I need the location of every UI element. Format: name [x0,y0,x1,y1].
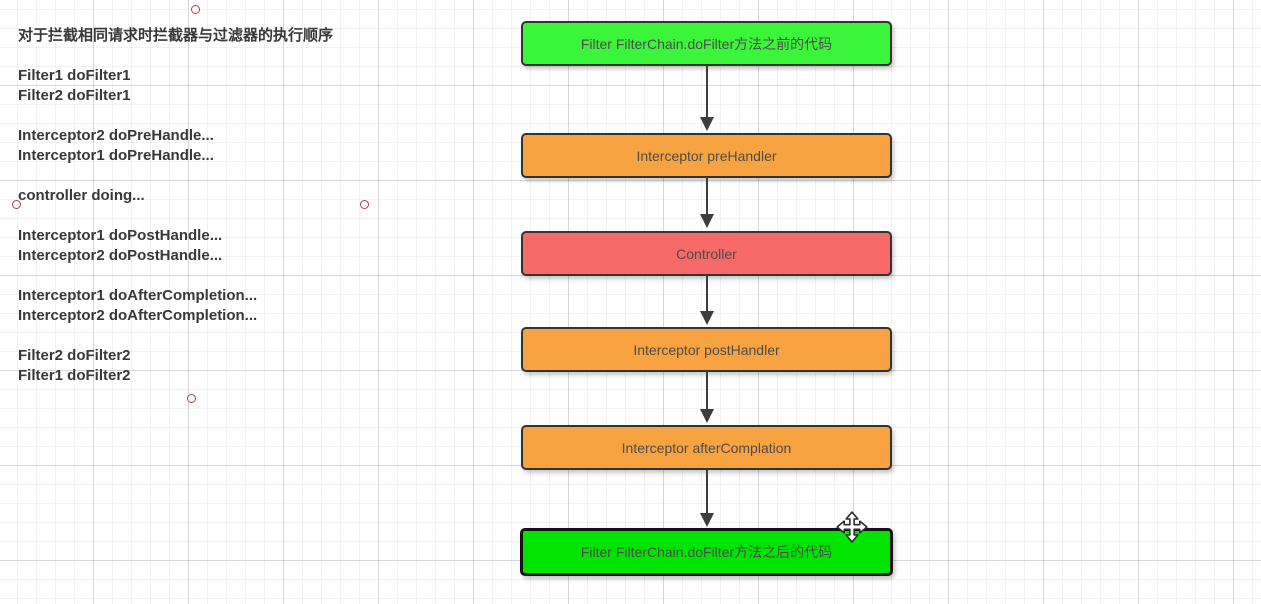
arrow-line [706,276,708,312]
note-line: Interceptor1 doPostHandle... [18,227,223,244]
arrow-head-icon [700,117,714,131]
selection-handle-bottom[interactable] [187,394,196,403]
flow-arrow[interactable] [699,372,715,423]
flow-node-interceptor-posthandler[interactable]: Interceptor postHandler [521,327,892,372]
flow-node-label: Interceptor afterComplation [621,439,792,456]
flow-node-label: Controller [676,245,737,262]
note-line: controller doing... [18,187,145,204]
note-line: Filter1 doFilter1 [18,67,131,84]
arrow-line [706,178,708,215]
flow-node-interceptor-aftercomplation[interactable]: Interceptor afterComplation [521,425,892,470]
flow-node-label: Interceptor preHandler [636,147,777,164]
flow-node-label: Interceptor postHandler [633,341,780,358]
flow-node-filter-after[interactable]: Filter FilterChain.doFilter方法之后的代码 [520,528,893,576]
selection-handle-left[interactable] [12,200,21,209]
flow-arrow[interactable] [699,66,715,131]
flow-node-filter-before[interactable]: Filter FilterChain.doFilter方法之前的代码 [521,21,892,66]
note-line: Filter1 doFilter2 [18,367,131,384]
flow-arrow[interactable] [699,276,715,325]
flow-node-interceptor-prehandler[interactable]: Interceptor preHandler [521,133,892,178]
arrow-line [706,66,708,118]
arrow-head-icon [700,214,714,228]
arrow-head-icon [700,409,714,423]
note-line: Interceptor2 doAfterCompletion... [18,307,258,324]
flow-node-label: Filter FilterChain.doFilter方法之后的代码 [580,544,833,560]
selection-handle-right[interactable] [360,200,369,209]
arrow-head-icon [700,513,714,527]
flow-arrow[interactable] [699,178,715,228]
flow-node-controller[interactable]: Controller [521,231,892,276]
note-line: Interceptor2 doPreHandle... [18,127,214,144]
flow-arrow[interactable] [699,470,715,527]
notes-title: 对于拦截相同请求时拦截器与过滤器的执行顺序 [18,27,334,44]
note-line: Filter2 doFilter2 [18,347,131,364]
arrow-line [706,470,708,514]
arrow-head-icon [700,311,714,325]
note-line: Interceptor1 doPreHandle... [18,147,214,164]
note-line: Filter2 doFilter1 [18,87,131,104]
flow-node-label: Filter FilterChain.doFilter方法之前的代码 [580,35,833,52]
note-line: Interceptor2 doPostHandle... [18,247,223,264]
move-cursor-icon [836,511,868,543]
note-line: Interceptor1 doAfterCompletion... [18,287,258,304]
selection-handle-top[interactable] [191,5,200,14]
arrow-line [706,372,708,410]
